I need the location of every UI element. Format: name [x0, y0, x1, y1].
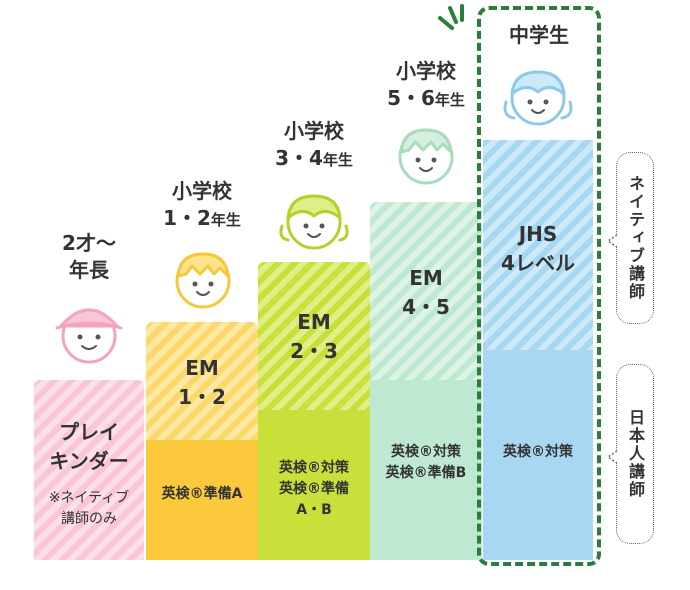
- course-column-em-4-5: EM 4・5 英検®対策 英検®準備B: [370, 202, 482, 560]
- sparkle-lines-icon: [438, 4, 464, 30]
- grade-line: 小学校: [172, 179, 232, 203]
- boy-face-icon: [398, 128, 454, 185]
- japanese-teacher-section: 英検®対策 英検®準備B: [370, 380, 482, 560]
- course-line: EM: [185, 356, 219, 380]
- girl-face-icon: [279, 194, 349, 250]
- japanese-course-line: 英検®準備: [279, 481, 349, 497]
- course-name: JHS 4レベル: [483, 220, 593, 278]
- girl-face-icon: [503, 70, 573, 126]
- japanese-teacher-section: 英検®対策: [483, 350, 593, 560]
- grade-line: 1・2年生: [146, 205, 258, 232]
- course-line: 4・5: [402, 295, 450, 319]
- highlight-frame: [477, 6, 601, 566]
- japanese-course-line: 英検®対策: [391, 444, 461, 460]
- side-label-japanese-teacher: 日本人講師: [616, 364, 654, 544]
- course-name: EM 4・5: [370, 264, 482, 322]
- grade-suffix: 年生: [322, 151, 353, 169]
- course-name: プレイ キンダー: [34, 418, 144, 476]
- course-column-em-1-2: EM 1・2 英検®準備A: [146, 322, 258, 560]
- japanese-teacher-section: 英検®準備A: [146, 440, 258, 560]
- child-face-hat-icon: [55, 308, 123, 364]
- course-line: JHS: [518, 222, 558, 246]
- grade-suffix: 年生: [210, 211, 241, 229]
- japanese-course-line: A・B: [296, 502, 332, 518]
- grade-line: 3・4年生: [258, 145, 370, 172]
- side-label-native-teacher: ネイティブ講師: [616, 152, 654, 324]
- course-column-prekinder: プレイ キンダー ※ネイティブ 講師のみ: [34, 380, 144, 560]
- japanese-teacher-section: 英検®対策 英検®準備 A・B: [258, 410, 370, 560]
- course-line: キンダー: [49, 449, 129, 473]
- course-name: EM 2・3: [258, 308, 370, 366]
- grade-label-junior-high: 中学生: [483, 22, 595, 49]
- grade-line: 年長: [69, 258, 109, 282]
- grade-line: 中学生: [509, 23, 569, 47]
- grade-label-elem-1-2: 小学校 1・2年生: [146, 178, 258, 232]
- course-column-em-2-3: EM 2・3 英検®対策 英検®準備 A・B: [258, 262, 370, 560]
- grade-label-elem-5-6: 小学校 5・6年生: [370, 58, 482, 112]
- side-label-pointer: [606, 234, 618, 248]
- grade-line: 2才〜: [62, 231, 116, 255]
- course-line: EM: [297, 310, 331, 334]
- course-name: EM 1・2: [146, 354, 258, 412]
- course-line: 4レベル: [501, 251, 575, 275]
- japanese-course: 英検®対策: [503, 444, 573, 460]
- side-label-text: 日本人講師: [626, 409, 645, 499]
- grade-line: 5・6年生: [370, 85, 482, 112]
- course-note: ※ネイティブ 講師のみ: [34, 488, 144, 530]
- note-line: 講師のみ: [61, 511, 117, 527]
- grade-label-prekinder: 2才〜 年長: [34, 230, 144, 284]
- grade-years: 5・6: [387, 86, 435, 110]
- note-line: ※ネイティブ: [48, 490, 130, 506]
- boy-face-icon: [175, 252, 231, 309]
- japanese-course-line: 英検®対策: [279, 460, 349, 476]
- side-label-text: ネイティブ講師: [626, 175, 645, 301]
- grade-years: 1・2: [163, 206, 211, 230]
- japanese-course: 英検®準備A: [161, 486, 243, 502]
- grade-line: 小学校: [284, 119, 344, 143]
- course-column-jhs: JHS 4レベル 英検®対策: [483, 140, 593, 560]
- japanese-course: 英検®対策 英検®準備 A・B: [258, 458, 370, 521]
- side-label-pointer: [606, 450, 618, 464]
- course-line: 1・2: [178, 385, 226, 409]
- course-line: プレイ: [59, 420, 119, 444]
- course-line: 2・3: [290, 339, 338, 363]
- grade-label-elem-3-4: 小学校 3・4年生: [258, 118, 370, 172]
- course-line: EM: [409, 266, 443, 290]
- grade-line: 小学校: [396, 59, 456, 83]
- japanese-course-line: 英検®準備B: [385, 465, 467, 481]
- grade-suffix: 年生: [434, 91, 465, 109]
- japanese-course: 英検®対策 英検®準備B: [370, 442, 482, 484]
- grade-years: 3・4: [275, 146, 323, 170]
